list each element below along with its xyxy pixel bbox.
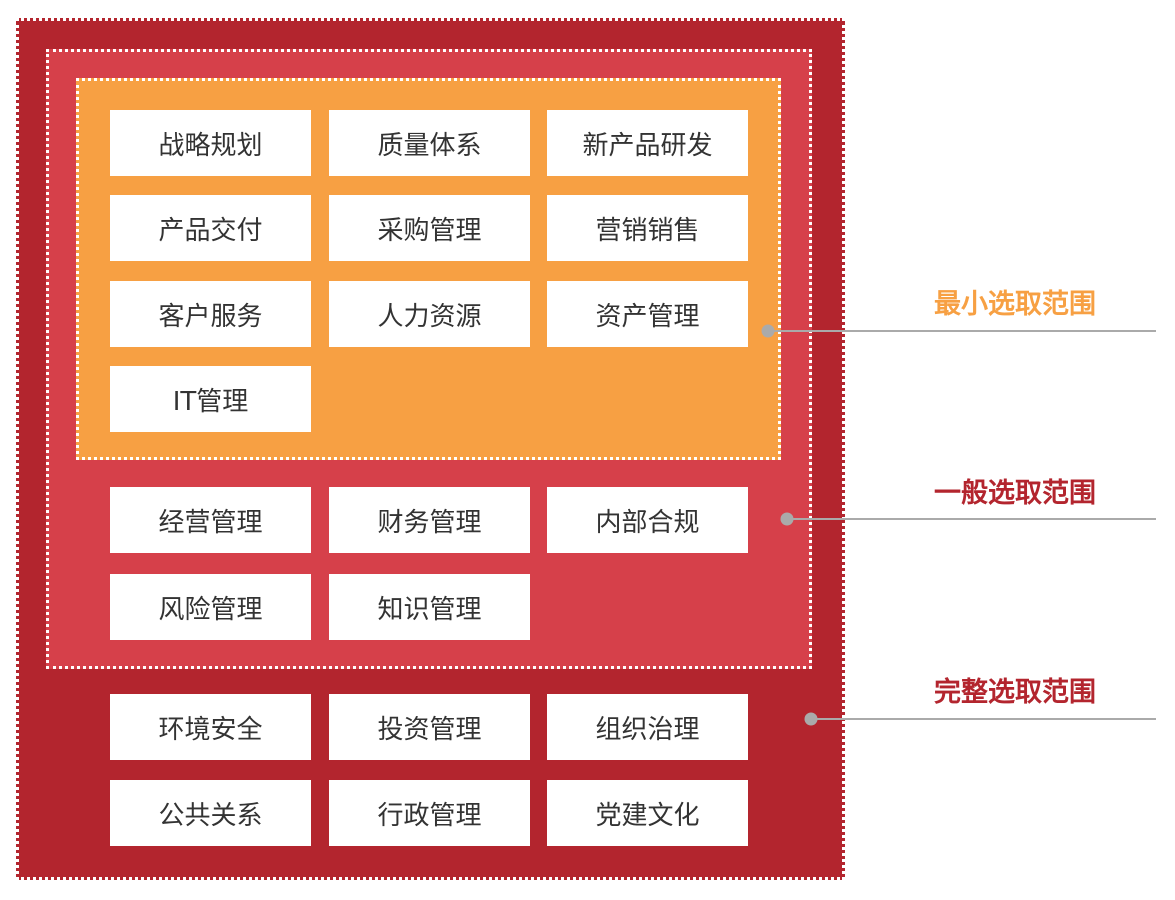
min-item-box: 客户服务 xyxy=(110,281,311,347)
full-item-box: 组织治理 xyxy=(547,694,748,760)
min-item-box: 质量体系 xyxy=(329,110,530,176)
full-callout-line xyxy=(811,718,1156,720)
general-item-box: 经营管理 xyxy=(110,487,311,553)
min-item-box: 人力资源 xyxy=(329,281,530,347)
min-item-box: IT管理 xyxy=(110,366,311,432)
min-item-box: 营销销售 xyxy=(547,195,748,261)
full-scope-label: 完整选取范围 xyxy=(934,677,1096,708)
general-callout-line xyxy=(787,518,1156,520)
general-item-box: 内部合规 xyxy=(547,487,748,553)
general-item-box: 财务管理 xyxy=(329,487,530,553)
min-scope-label: 最小选取范围 xyxy=(934,289,1096,320)
min-item-box: 资产管理 xyxy=(547,281,748,347)
min-callout-line xyxy=(768,330,1156,332)
full-item-box: 党建文化 xyxy=(547,780,748,846)
min-callout-dot xyxy=(761,324,775,338)
min-item-box: 产品交付 xyxy=(110,195,311,261)
general-callout-dot xyxy=(780,512,794,526)
general-item-box: 风险管理 xyxy=(110,574,311,640)
min-item-box: 采购管理 xyxy=(329,195,530,261)
min-item-box: 新产品研发 xyxy=(547,110,748,176)
general-item-box: 知识管理 xyxy=(329,574,530,640)
full-item-box: 投资管理 xyxy=(329,694,530,760)
full-item-box: 公共关系 xyxy=(110,780,311,846)
general-scope-label: 一般选取范围 xyxy=(934,478,1096,509)
full-callout-dot xyxy=(804,712,818,726)
full-item-box: 环境安全 xyxy=(110,694,311,760)
full-item-box: 行政管理 xyxy=(329,780,530,846)
min-item-box: 战略规划 xyxy=(110,110,311,176)
